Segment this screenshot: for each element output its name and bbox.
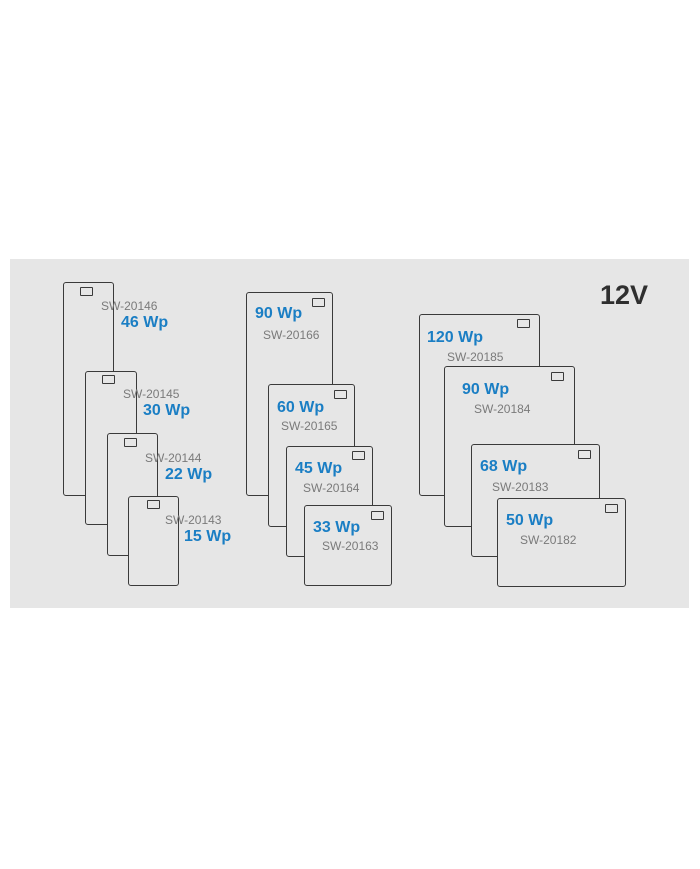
power-rating: 68 Wp — [480, 458, 528, 475]
junction-box-icon — [371, 511, 384, 520]
power-rating: 90 Wp — [462, 381, 510, 398]
product-code: SW-20164 — [303, 481, 360, 495]
junction-box-icon — [551, 372, 564, 381]
power-rating: 46 Wp — [121, 314, 169, 331]
junction-box-icon — [605, 504, 618, 513]
power-rating: 30 Wp — [143, 402, 191, 419]
power-rating: 50 Wp — [506, 512, 554, 529]
power-rating: 120 Wp — [427, 329, 484, 346]
product-code: SW-20165 — [281, 419, 338, 433]
voltage-label: 12V — [600, 280, 649, 310]
product-code: SW-20182 — [520, 533, 577, 547]
solar-panel-outline — [128, 496, 179, 586]
power-rating: 33 Wp — [313, 519, 361, 536]
power-rating: 22 Wp — [165, 466, 213, 483]
power-rating: 90 Wp — [255, 305, 303, 322]
junction-box-icon — [147, 500, 160, 509]
product-code: SW-20166 — [263, 328, 320, 342]
junction-box-icon — [312, 298, 325, 307]
solar-panel-outline — [497, 498, 626, 587]
junction-box-icon — [352, 451, 365, 460]
junction-box-icon — [517, 319, 530, 328]
product-code: SW-20146 — [101, 299, 158, 313]
junction-box-icon — [124, 438, 137, 447]
product-code: SW-20183 — [492, 480, 549, 494]
product-code: SW-20163 — [322, 539, 379, 553]
power-rating: 45 Wp — [295, 460, 343, 477]
product-code: SW-20143 — [165, 513, 222, 527]
power-rating: 60 Wp — [277, 399, 325, 416]
solar-panel-outline — [304, 505, 392, 586]
junction-box-icon — [102, 375, 115, 384]
power-rating: 15 Wp — [184, 528, 232, 545]
junction-box-icon — [334, 390, 347, 399]
junction-box-icon — [80, 287, 93, 296]
product-code: SW-20184 — [474, 402, 531, 416]
product-code: SW-20145 — [123, 387, 180, 401]
junction-box-icon — [578, 450, 591, 459]
product-code: SW-20185 — [447, 350, 504, 364]
product-code: SW-20144 — [145, 451, 202, 465]
